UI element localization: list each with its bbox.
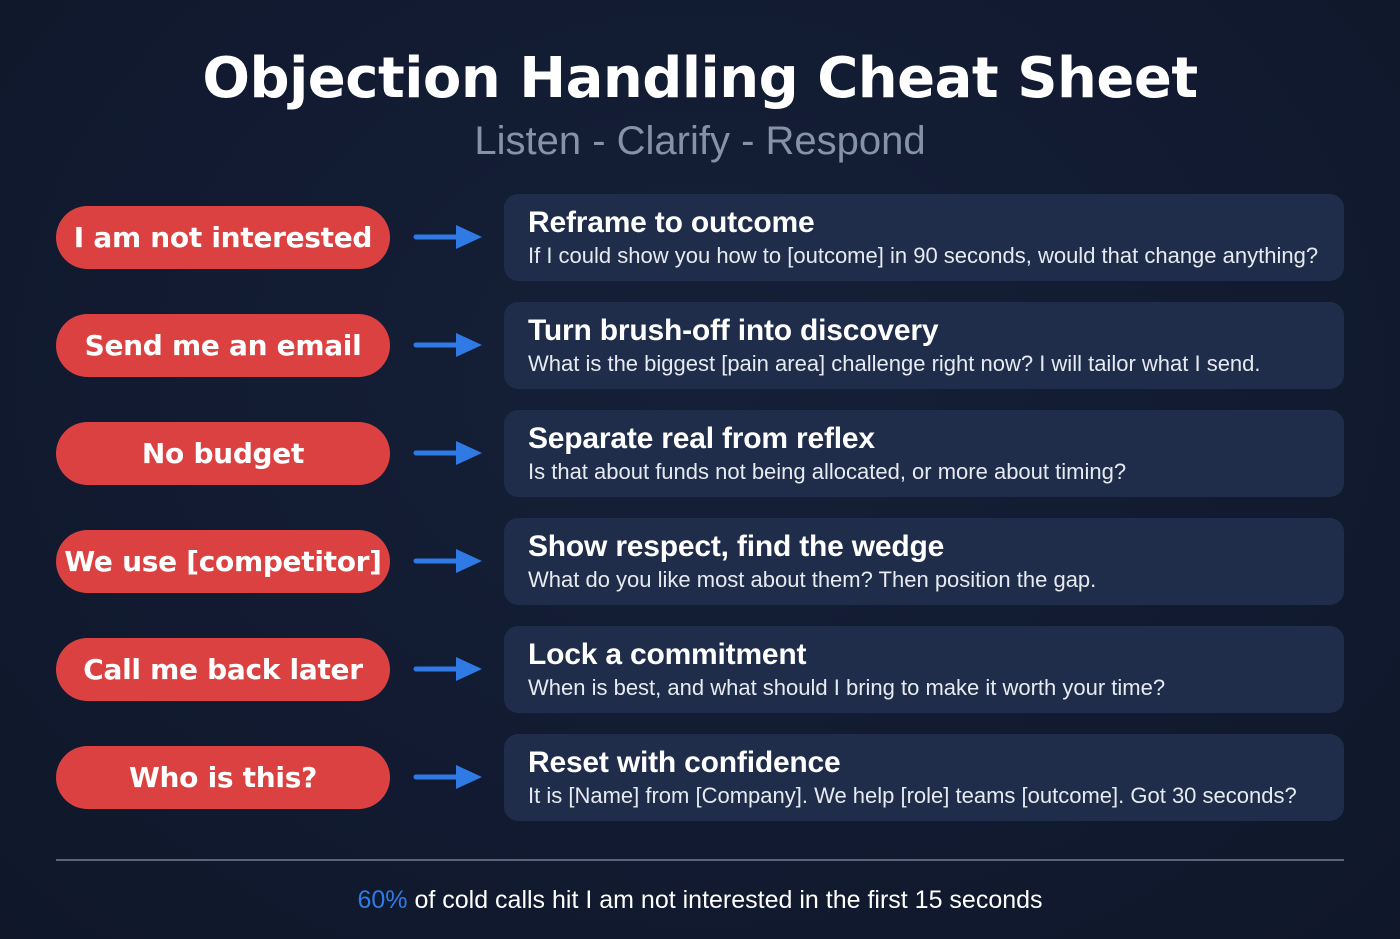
response-card: Turn brush-off into discovery What is th… [504, 302, 1344, 389]
response-text: What is the biggest [pain area] challeng… [528, 351, 1261, 376]
arrow-right-icon [413, 657, 482, 681]
objection-pill: Call me back later [56, 638, 390, 701]
objection-row: Who is this? Reset with confidence It is… [0, 734, 1400, 822]
arrow-right-icon [413, 225, 482, 249]
response-title: Separate real from reflex [528, 422, 875, 455]
objection-row: We use [competitor] Show respect, find t… [0, 518, 1400, 606]
arrow-right-icon [413, 441, 482, 465]
response-title: Reset with confidence [528, 746, 841, 779]
response-title: Turn brush-off into discovery [528, 314, 939, 347]
response-title: Show respect, find the wedge [528, 530, 945, 563]
footer-text: of cold calls hit I am not interested in… [407, 886, 1043, 914]
response-text: Is that about funds not being allocated,… [528, 459, 1127, 484]
response-card: Separate real from reflex Is that about … [504, 410, 1344, 497]
response-card: Show respect, find the wedge What do you… [504, 518, 1344, 605]
response-card: Reset with confidence It is [Name] from … [504, 734, 1344, 821]
objection-pill: I am not interested [56, 206, 390, 269]
footer-stat-highlight: 60% [357, 886, 408, 914]
footer-stat-line: 60% of cold calls hit I am not intereste… [0, 884, 1400, 916]
arrow-right-icon [413, 549, 482, 573]
response-card: Lock a commitment When is best, and what… [504, 626, 1344, 713]
response-title: Reframe to outcome [528, 206, 815, 239]
objection-pill: Who is this? [56, 746, 390, 809]
page-subtitle: Listen - Clarify - Respond [474, 119, 926, 163]
objection-pill: We use [competitor] [56, 530, 390, 593]
objection-pill: Send me an email [56, 314, 390, 377]
objection-row: I am not interested Reframe to outcome I… [0, 194, 1400, 282]
objection-row: Call me back later Lock a commitment Whe… [0, 626, 1400, 714]
page-title: Objection Handling Cheat Sheet [202, 46, 1198, 111]
response-card: Reframe to outcome If I could show you h… [504, 194, 1344, 281]
objection-row: No budget Separate real from reflex Is t… [0, 410, 1400, 498]
response-text: It is [Name] from [Company]. We help [ro… [528, 783, 1297, 808]
objection-row: Send me an email Turn brush-off into dis… [0, 302, 1400, 390]
response-text: If I could show you how to [outcome] in … [528, 243, 1319, 268]
response-text: What do you like most about them? Then p… [528, 567, 1097, 592]
arrow-right-icon [413, 333, 482, 357]
footer-divider [56, 859, 1344, 861]
response-text: When is best, and what should I bring to… [528, 675, 1166, 700]
response-title: Lock a commitment [528, 638, 807, 671]
objection-pill: No budget [56, 422, 390, 485]
arrow-right-icon [413, 765, 482, 789]
